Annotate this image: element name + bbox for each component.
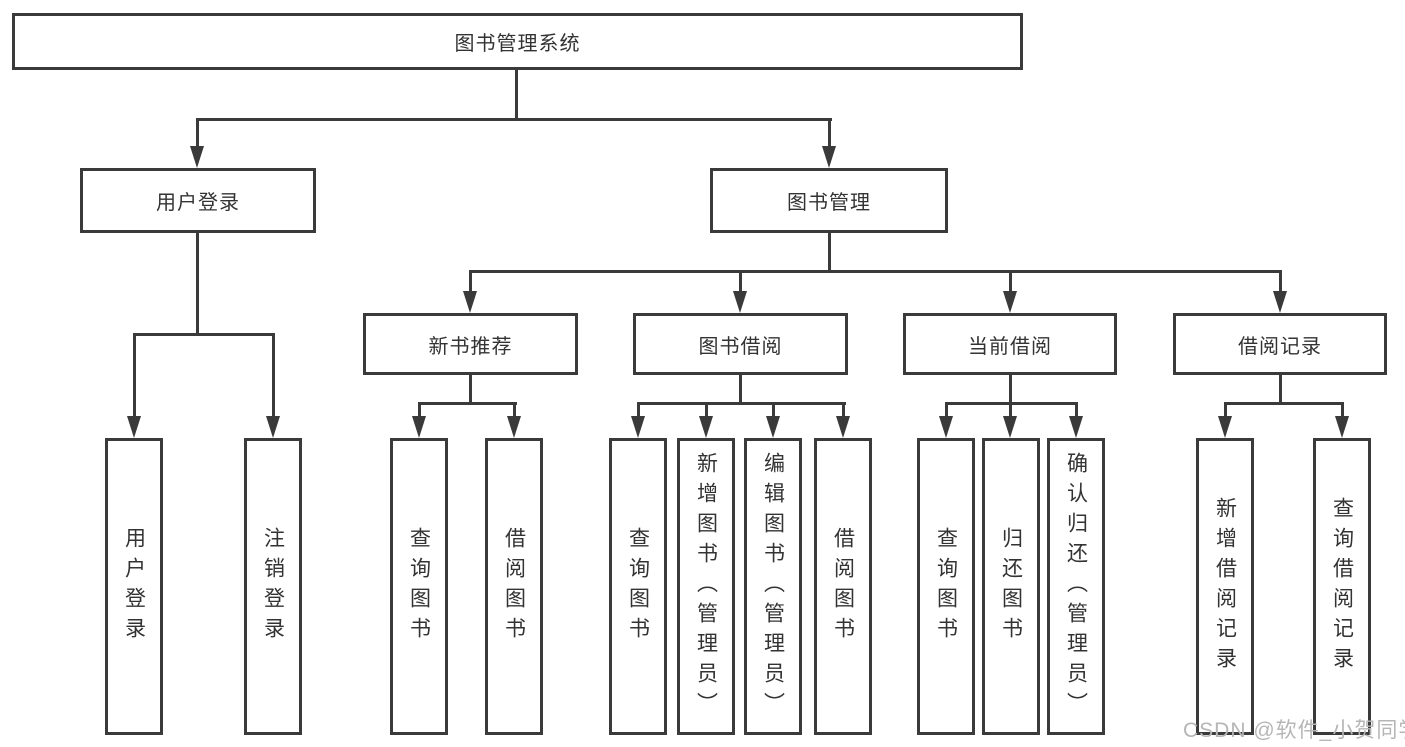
connector-branch bbox=[637, 402, 846, 405]
connector-drop bbox=[945, 402, 948, 418]
connector-branch bbox=[196, 118, 832, 121]
node-new-book-recommendation: 新书推荐 bbox=[363, 313, 578, 375]
arrowhead-down-icon bbox=[766, 416, 780, 438]
leaf-borrow-books-recommend: 借阅图书 bbox=[485, 438, 543, 735]
arrowhead-down-icon bbox=[1273, 291, 1287, 313]
leaf-query-borrow-record: 查询借阅记录 bbox=[1313, 438, 1371, 735]
arrowhead-down-icon bbox=[939, 416, 953, 438]
connector-stem bbox=[1279, 375, 1282, 405]
arrowhead-down-icon bbox=[463, 291, 477, 313]
leaf-return-books: 归还图书 bbox=[982, 438, 1040, 735]
connector-drop bbox=[272, 333, 275, 417]
connector-drop bbox=[842, 402, 845, 418]
node-borrowing-records: 借阅记录 bbox=[1173, 313, 1387, 375]
connector-drop bbox=[418, 402, 421, 418]
connector-drop bbox=[1341, 402, 1344, 418]
connector-drop bbox=[133, 333, 136, 417]
arrowhead-down-icon bbox=[836, 416, 850, 438]
connector-stem bbox=[196, 233, 199, 336]
arrowhead-down-icon bbox=[1003, 291, 1017, 313]
leaf-confirm-return-admin: 确认归还（管理员） bbox=[1047, 438, 1105, 735]
arrowhead-down-icon bbox=[631, 416, 645, 438]
connector-drop bbox=[705, 402, 708, 418]
connector-stem bbox=[739, 375, 742, 405]
connector-drop bbox=[469, 270, 472, 293]
leaf-edit-books-admin: 编辑图书（管理员） bbox=[744, 438, 802, 735]
arrowhead-down-icon bbox=[733, 291, 747, 313]
arrowhead-down-icon bbox=[266, 416, 280, 438]
connector-drop bbox=[1009, 270, 1012, 293]
leaf-query-books-recommend: 查询图书 bbox=[390, 438, 448, 735]
leaf-add-borrow-record: 新增借阅记录 bbox=[1196, 438, 1254, 735]
arrowhead-down-icon bbox=[412, 416, 426, 438]
leaf-user-login: 用户登录 bbox=[105, 438, 163, 735]
arrowhead-down-icon bbox=[1218, 416, 1232, 438]
connector-drop bbox=[637, 402, 640, 418]
node-current-borrowing: 当前借阅 bbox=[903, 313, 1117, 375]
connector-drop bbox=[1009, 402, 1012, 418]
leaf-borrow-books: 借阅图书 bbox=[814, 438, 872, 735]
leaf-add-books-admin: 新增图书（管理员） bbox=[677, 438, 735, 735]
connector-branch bbox=[1224, 402, 1344, 405]
connector-drop bbox=[772, 402, 775, 418]
arrowhead-down-icon bbox=[127, 416, 141, 438]
connector-branch bbox=[418, 402, 517, 405]
leaf-logout: 注销登录 bbox=[244, 438, 302, 735]
connector-branch bbox=[469, 270, 1282, 273]
connector-drop bbox=[513, 402, 516, 418]
connector-branch bbox=[133, 333, 275, 336]
csdn-watermark: CSDN @软件_小贺同学 bbox=[1183, 719, 1405, 742]
connector-stem bbox=[469, 375, 472, 405]
arrowhead-down-icon bbox=[507, 416, 521, 438]
connector-stem bbox=[515, 70, 518, 120]
connector-drop bbox=[739, 270, 742, 293]
node-user-login: 用户登录 bbox=[80, 168, 316, 233]
connector-drop bbox=[828, 118, 831, 148]
node-library-management-system: 图书管理系统 bbox=[12, 13, 1023, 70]
arrowhead-down-icon bbox=[1335, 416, 1349, 438]
connector-stem bbox=[828, 233, 831, 273]
connector-drop bbox=[196, 118, 199, 148]
arrowhead-down-icon bbox=[699, 416, 713, 438]
node-book-borrowing: 图书借阅 bbox=[633, 313, 848, 375]
leaf-query-books-borrowing: 查询图书 bbox=[609, 438, 667, 735]
arrowhead-down-icon bbox=[1069, 416, 1083, 438]
arrowhead-down-icon bbox=[822, 146, 836, 168]
connector-drop bbox=[1224, 402, 1227, 418]
connector-drop bbox=[1279, 270, 1282, 293]
connector-drop bbox=[1075, 402, 1078, 418]
leaf-query-books-current: 查询图书 bbox=[917, 438, 975, 735]
node-book-management: 图书管理 bbox=[710, 168, 948, 233]
connector-stem bbox=[1009, 375, 1012, 405]
arrowhead-down-icon bbox=[190, 146, 204, 168]
arrowhead-down-icon bbox=[1003, 416, 1017, 438]
